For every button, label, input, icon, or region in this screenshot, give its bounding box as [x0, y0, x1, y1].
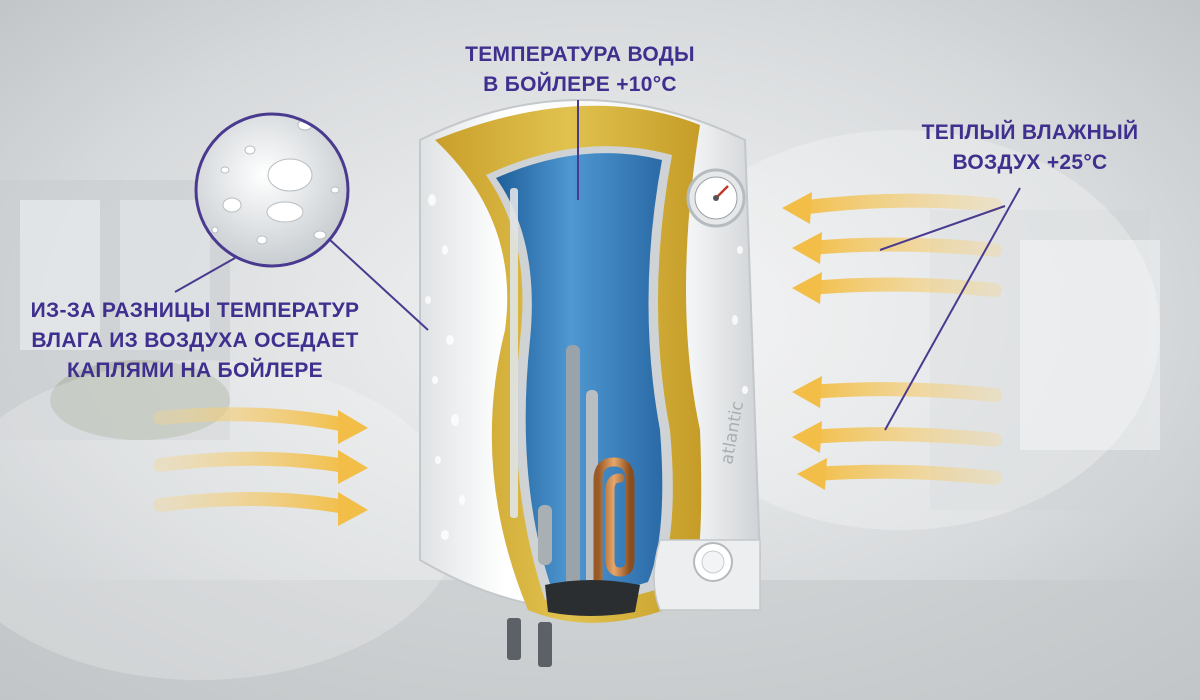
condensation-line-1: ИЗ-ЗА РАЗНИЦЫ ТЕМПЕРАТУР: [30, 299, 360, 322]
condensation-line-3: КАПЛЯМИ НА БОЙЛЕРЕ: [67, 359, 323, 382]
anode-rod: [510, 188, 518, 518]
warm-air-line-1: ТЕПЛЫЙ ВЛАЖНЫЙ: [921, 121, 1139, 144]
heating-element-icon: [593, 457, 635, 595]
water-temperature-label: ТЕМПЕРАТУРА ВОДЫ В БОЙЛЕРЕ +10°C: [450, 40, 710, 100]
thermostat-knob-icon: [653, 539, 761, 611]
warm-air-arrows-right: [782, 192, 1002, 490]
water-heater: atlantic: [419, 99, 762, 667]
condensation-label: ИЗ-ЗА РАЗНИЦЫ ТЕМПЕРАТУР ВЛАГА ИЗ ВОЗДУХ…: [10, 296, 380, 386]
warm-air-line-2: ВОЗДУХ +25°C: [952, 151, 1108, 174]
condensation-line-2: ВЛАГА ИЗ ВОЗДУХА ОСЕДАЕТ: [31, 329, 359, 352]
condensation-droplets: [425, 194, 748, 540]
leader-lines: [174, 100, 1021, 431]
warm-air-arrows-left: [153, 407, 368, 526]
droplets-magnifier-icon: [194, 112, 350, 268]
warm-air-label: ТЕПЛЫЙ ВЛАЖНЫЙ ВОЗДУХ +25°C: [900, 118, 1160, 178]
water-temperature-line-2: В БОЙЛЕРЕ +10°C: [483, 73, 677, 96]
water-temperature-line-1: ТЕМПЕРАТУРА ВОДЫ: [465, 43, 695, 66]
thermometer-gauge-icon: [686, 168, 746, 228]
